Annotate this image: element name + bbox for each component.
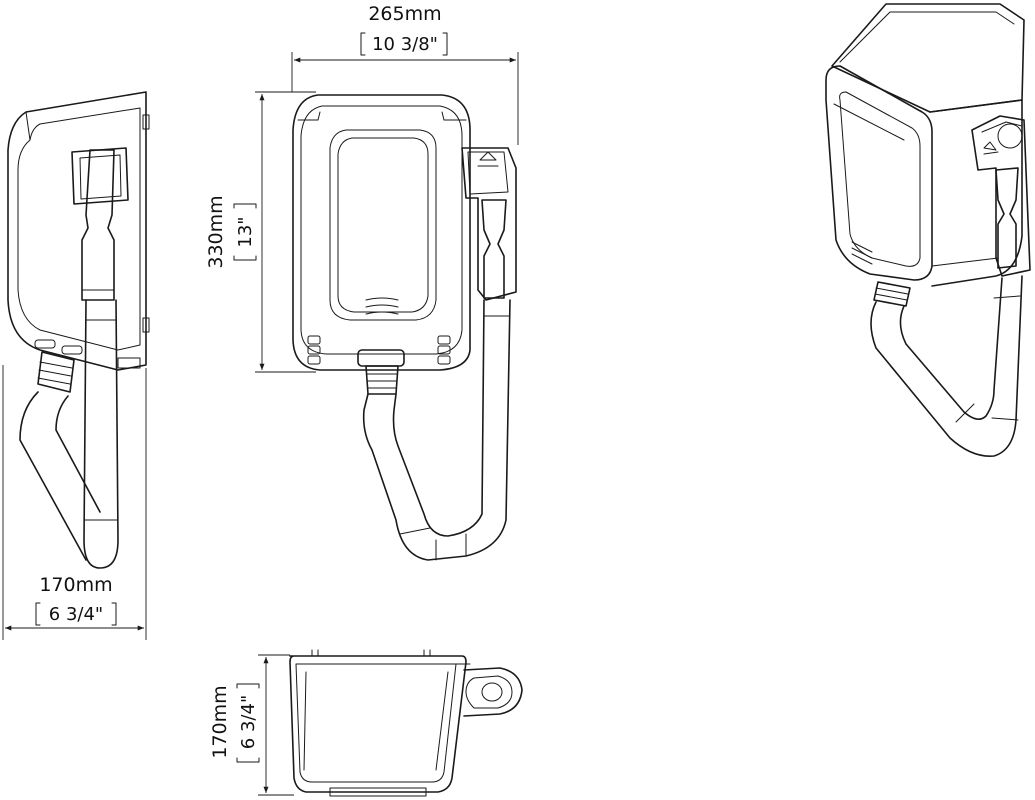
- top-view: [289, 649, 523, 797]
- height-dimension: 330mm 13": [205, 91, 316, 373]
- isometric-view: [825, 3, 1031, 457]
- front-view: [292, 94, 517, 561]
- side-depth-imperial: 6 3/4": [49, 604, 103, 625]
- top-depth-metric: 170mm: [209, 685, 231, 758]
- width-imperial: 10 3/8": [372, 34, 438, 55]
- top-depth-imperial: 6 3/4": [238, 695, 259, 749]
- height-imperial: 13": [235, 216, 256, 247]
- width-dimension: 265mm 10 3/8": [291, 3, 519, 145]
- side-depth-dimension: 170mm 6 3/4": [2, 365, 147, 640]
- top-depth-dimension: 170mm 6 3/4": [209, 654, 294, 796]
- width-metric: 265mm: [368, 3, 441, 25]
- height-metric: 330mm: [205, 195, 227, 268]
- side-depth-metric: 170mm: [39, 574, 112, 596]
- side-view: [7, 91, 150, 569]
